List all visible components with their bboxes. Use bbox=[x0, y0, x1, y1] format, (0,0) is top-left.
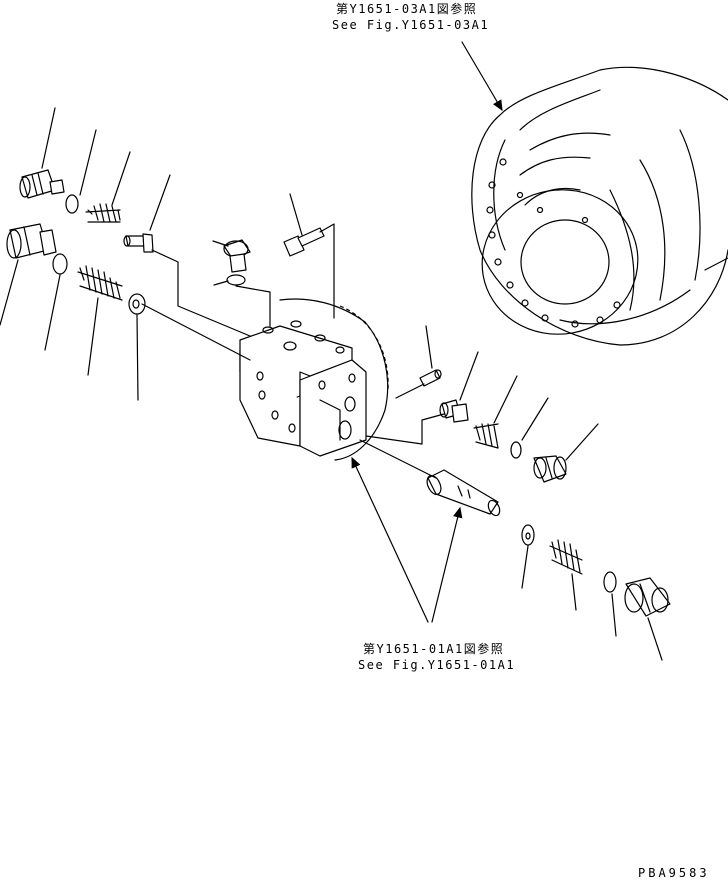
top-reference-en: See Fig.Y1651-03A1 bbox=[332, 18, 490, 32]
lower-right-spring bbox=[549, 539, 583, 575]
upper-o-ring bbox=[65, 194, 79, 214]
bottom-reference-jp: 第Y1651-01A1図参照 bbox=[363, 642, 505, 656]
right-plug bbox=[533, 455, 567, 483]
bottom-reference-en: See Fig.Y1651-01A1 bbox=[358, 658, 516, 672]
center-plug bbox=[223, 239, 251, 273]
lower-right-plug bbox=[624, 577, 671, 617]
bottom-reference-leader-1 bbox=[351, 456, 429, 623]
upper-left-plug bbox=[19, 169, 65, 199]
spool bbox=[426, 469, 501, 517]
lower-left-plug bbox=[6, 223, 57, 259]
right-o-ring bbox=[510, 441, 522, 459]
final-drive-housing bbox=[471, 66, 728, 346]
top-reference-leader bbox=[461, 41, 503, 112]
lower-o-ring bbox=[52, 253, 68, 275]
drawing-code: PBA9583 bbox=[638, 866, 710, 880]
control-valve-body bbox=[239, 298, 389, 461]
lower-right-washer bbox=[521, 524, 535, 546]
right-poppet bbox=[439, 399, 469, 423]
bottom-reference-leader-2 bbox=[431, 506, 463, 623]
lower-washer bbox=[128, 293, 146, 315]
upper-poppet bbox=[123, 233, 154, 253]
center-o-ring bbox=[226, 274, 246, 286]
lower-right-o-ring bbox=[603, 571, 617, 593]
top-reference-jp: 第Y1651-03A1図参照 bbox=[336, 2, 478, 16]
lower-spring bbox=[77, 265, 123, 301]
center-bolt bbox=[283, 227, 325, 257]
pin bbox=[419, 369, 442, 387]
upper-spring bbox=[85, 203, 121, 223]
right-spring bbox=[473, 423, 499, 449]
